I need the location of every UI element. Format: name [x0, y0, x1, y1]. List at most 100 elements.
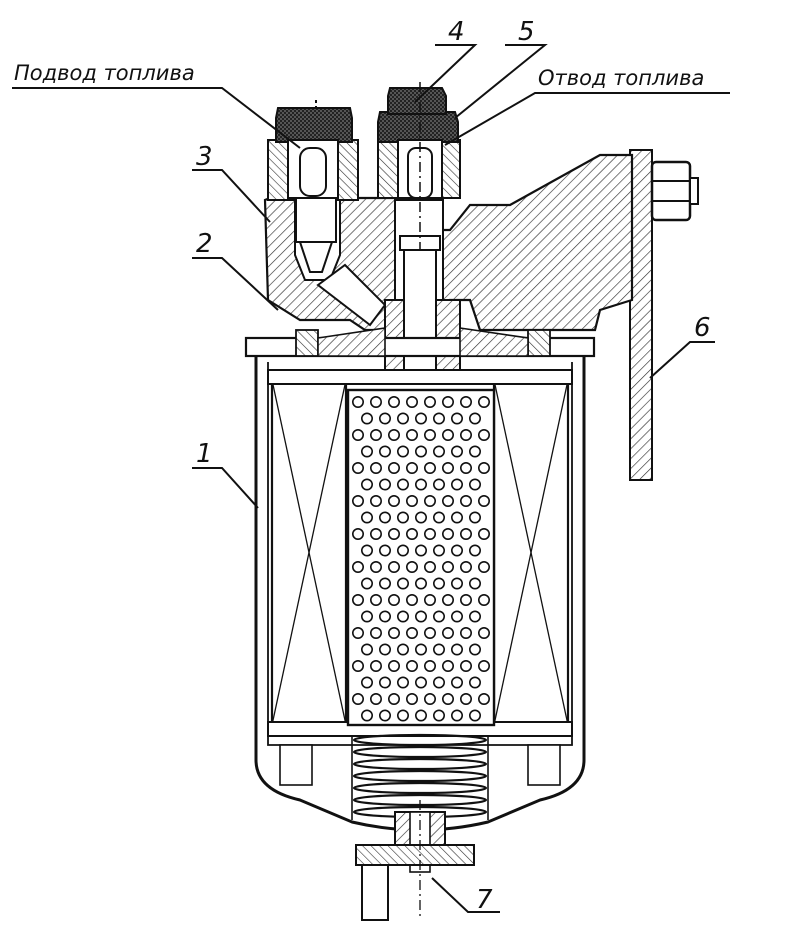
perforation-hole — [423, 527, 436, 540]
perforation-hole — [459, 461, 472, 474]
perforation-hole — [378, 709, 391, 722]
perforation-hole — [396, 577, 409, 590]
spring — [351, 733, 489, 820]
outlet-fitting — [377, 82, 461, 380]
perforation-hole — [468, 412, 481, 425]
callout-4: 4 — [448, 17, 465, 47]
perforation-hole — [432, 676, 445, 689]
perforation-hole — [369, 692, 382, 705]
perforation-hole — [432, 412, 445, 425]
perforation-hole — [450, 445, 463, 458]
perforation-hole — [369, 593, 382, 606]
perforation-hole — [423, 494, 436, 507]
perforation-hole — [405, 527, 418, 540]
perforation-hole — [351, 428, 364, 441]
perforation-hole — [477, 593, 490, 606]
perforation-hole — [360, 511, 373, 524]
perforation-hole — [351, 659, 364, 672]
perforation-hole — [468, 709, 481, 722]
leader-lines — [12, 44, 730, 913]
perforation-hole — [396, 511, 409, 524]
perforation-hole — [414, 577, 427, 590]
perforation-hole — [405, 626, 418, 639]
perforation-hole — [414, 643, 427, 656]
perforation-hole — [441, 428, 454, 441]
perforation-hole — [369, 461, 382, 474]
perforation-hole — [369, 560, 382, 573]
perforation-hole — [369, 659, 382, 672]
perforation-hole — [432, 478, 445, 491]
callout-1: 1 — [196, 439, 213, 469]
perforation-hole — [423, 395, 436, 408]
perforation-hole — [477, 626, 490, 639]
callout-6: 6 — [694, 313, 711, 343]
perforation-hole — [369, 395, 382, 408]
perforation-hole — [477, 659, 490, 672]
perforation-hole — [387, 659, 400, 672]
perforation-hole — [423, 593, 436, 606]
perforation-hole — [450, 610, 463, 623]
perforation-hole — [414, 478, 427, 491]
callout-3: 3 — [196, 142, 213, 172]
perforation-hole — [468, 577, 481, 590]
callout-7: 7 — [476, 885, 493, 915]
perforation-hole — [432, 577, 445, 590]
perforation-hole — [441, 461, 454, 474]
perforation-hole — [360, 577, 373, 590]
perforation-hole — [360, 676, 373, 689]
perforation-hole — [396, 676, 409, 689]
perforation-hole — [423, 659, 436, 672]
perforation-hole — [369, 626, 382, 639]
perforation-hole — [459, 560, 472, 573]
callout-2: 2 — [196, 229, 213, 259]
perforation-hole — [459, 692, 472, 705]
perforation-hole — [450, 412, 463, 425]
perforation-hole — [477, 527, 490, 540]
perforation-hole — [423, 461, 436, 474]
perforation-hole — [441, 527, 454, 540]
perforation-hole — [387, 527, 400, 540]
perforation-hole — [396, 445, 409, 458]
inlet-fitting — [267, 100, 359, 273]
perforation-hole — [468, 676, 481, 689]
perforation-hole — [441, 659, 454, 672]
perforation-hole — [459, 494, 472, 507]
perforation-hole — [387, 626, 400, 639]
perforation-hole — [459, 395, 472, 408]
perforation-hole — [405, 593, 418, 606]
perforation-hole — [378, 643, 391, 656]
spring-coil — [352, 781, 488, 795]
drain-plug — [355, 800, 475, 921]
spring-coil — [352, 769, 488, 783]
perforation-hole — [351, 461, 364, 474]
perforation-hole — [378, 511, 391, 524]
perforation-hole — [468, 478, 481, 491]
perforation-hole — [423, 428, 436, 441]
perforation-hole — [405, 461, 418, 474]
perforation-hole — [351, 395, 364, 408]
perforation-hole — [396, 412, 409, 425]
perforation-hole — [450, 676, 463, 689]
perforation-hole — [432, 643, 445, 656]
perforation-hole — [441, 395, 454, 408]
perforation-hole — [378, 478, 391, 491]
perforation-hole — [432, 709, 445, 722]
perforation-hole — [432, 511, 445, 524]
perforation-hole — [387, 494, 400, 507]
perforation-hole — [468, 511, 481, 524]
perforation-hole — [468, 544, 481, 557]
perforation-hole — [414, 445, 427, 458]
perforation-hole — [396, 709, 409, 722]
perforation-hole — [441, 494, 454, 507]
perforation-hole — [378, 610, 391, 623]
perforation-hole — [477, 428, 490, 441]
perforation-hole — [477, 395, 490, 408]
perforation-hole — [477, 560, 490, 573]
spring-coil — [352, 733, 488, 747]
perforation-hole — [459, 626, 472, 639]
perforation-hole — [351, 527, 364, 540]
perforation-hole — [387, 428, 400, 441]
perforation-hole — [468, 610, 481, 623]
perforation-hole — [387, 593, 400, 606]
perforation-hole — [360, 412, 373, 425]
